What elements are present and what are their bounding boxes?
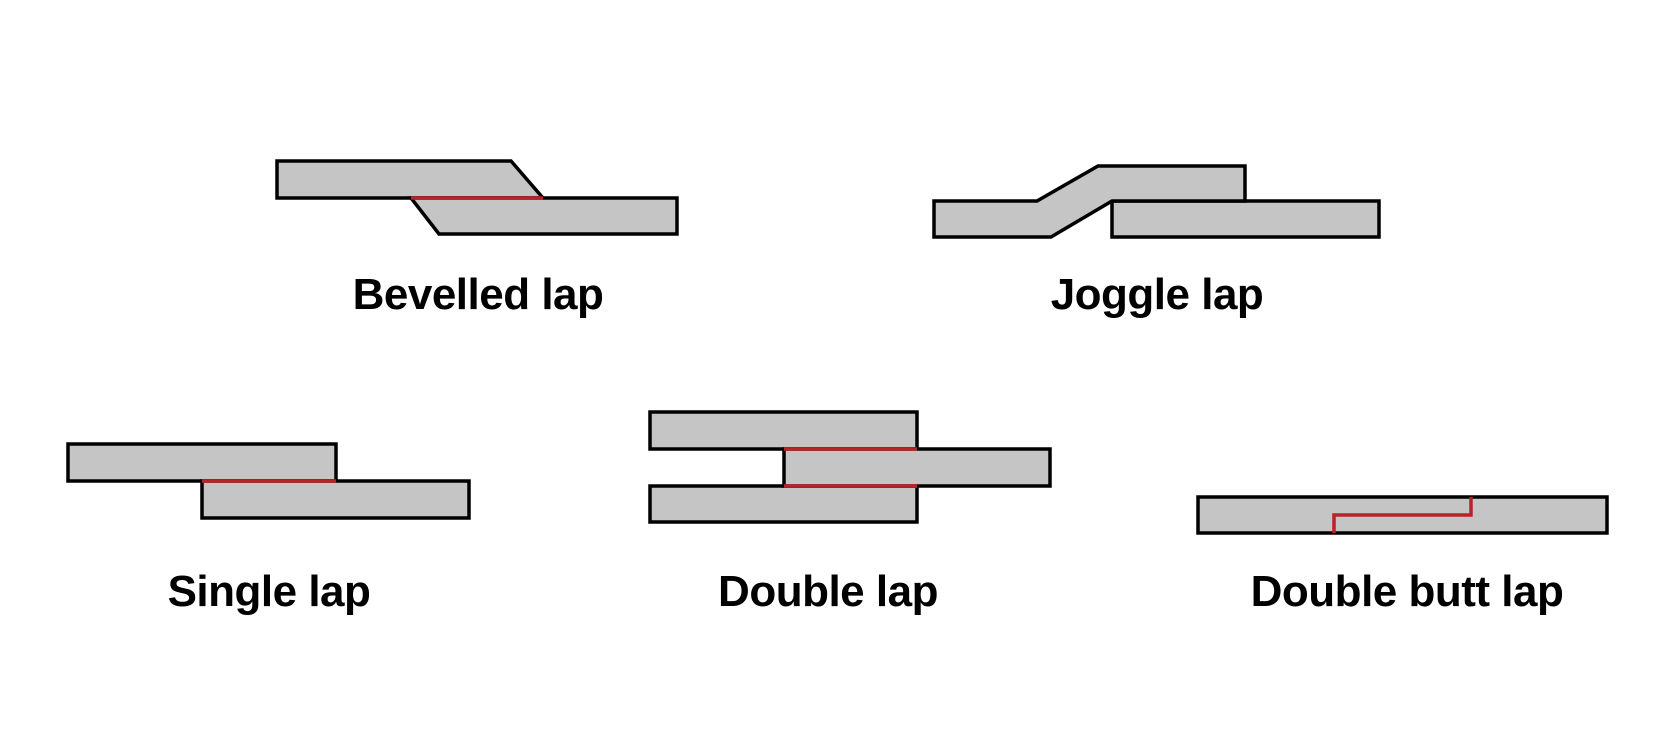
double-bottom-part: [648, 484, 919, 524]
bevelled-lap-diagram: Bevelled lap: [275, 159, 679, 319]
joggle-upper-part: [932, 164, 1247, 239]
single-lap-label: Single lap: [168, 567, 371, 616]
joggle-lap-diagram: Joggle lap: [932, 164, 1381, 319]
double-top-part: [648, 410, 919, 451]
bevelled-upper-part: [275, 159, 547, 200]
bevelled-lower-part: [407, 196, 679, 236]
double-butt-lap-label: Double butt lap: [1251, 567, 1564, 616]
joggle-lap-label: Joggle lap: [1051, 270, 1264, 319]
double-butt-lap-diagram: Double butt lap: [1196, 495, 1609, 616]
bevelled-lap-label: Bevelled lap: [353, 270, 604, 319]
single-lap-diagram: Single lap: [66, 442, 471, 616]
double-middle-part: [782, 447, 1052, 488]
double-butt-part: [1196, 495, 1609, 535]
double-lap-label: Double lap: [718, 567, 938, 616]
joggle-lower-part: [1110, 199, 1381, 239]
double-lap-diagram: Double lap: [648, 410, 1052, 616]
single-lower-part: [200, 479, 471, 520]
double-butt-bond-line: [1332, 497, 1473, 533]
single-upper-part: [66, 442, 338, 483]
